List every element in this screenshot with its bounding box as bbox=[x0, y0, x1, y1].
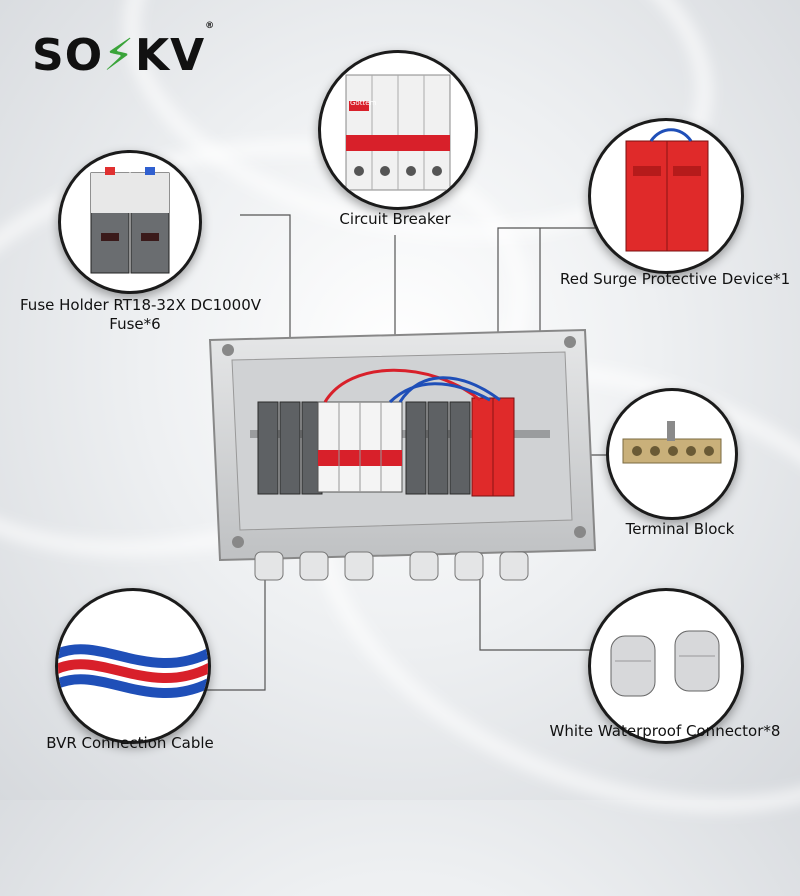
circuit-breaker-image: Gottem bbox=[318, 50, 478, 210]
fuse-holder-label: Fuse Holder RT18-32X DC1000V Fuse*6 bbox=[20, 296, 262, 334]
terminal-block-image bbox=[606, 388, 738, 520]
logo-text-left: SO bbox=[32, 30, 104, 81]
fuse-holder-label-line1: Fuse Holder RT18-32X DC1000V bbox=[20, 296, 262, 314]
connection-cable-image bbox=[55, 588, 211, 744]
breaker-brand-mark: Gottem bbox=[350, 99, 377, 107]
waterproof-connector-image bbox=[588, 588, 744, 744]
lightning-bolt-icon: ⚡ bbox=[103, 30, 135, 81]
circuit-breaker-label: Circuit Breaker bbox=[339, 210, 451, 228]
brand-logo: SO⚡KV® bbox=[32, 21, 215, 81]
fuse-holder-image bbox=[58, 150, 202, 294]
surge-protector-image bbox=[588, 118, 744, 274]
combiner-box-illustration bbox=[208, 328, 597, 581]
registered-mark: ® bbox=[205, 21, 216, 32]
fuse-holder-label-line2: Fuse*6 bbox=[109, 315, 161, 333]
logo-text-right: KV bbox=[135, 30, 206, 81]
connection-cable-label: BVR Connection Cable bbox=[46, 734, 214, 752]
waterproof-connector-label: White Waterproof Connector*8 bbox=[549, 722, 781, 740]
surge-protector-label: Red Surge Protective Device*1 bbox=[560, 270, 791, 288]
terminal-block-label: Terminal Block bbox=[625, 520, 735, 538]
